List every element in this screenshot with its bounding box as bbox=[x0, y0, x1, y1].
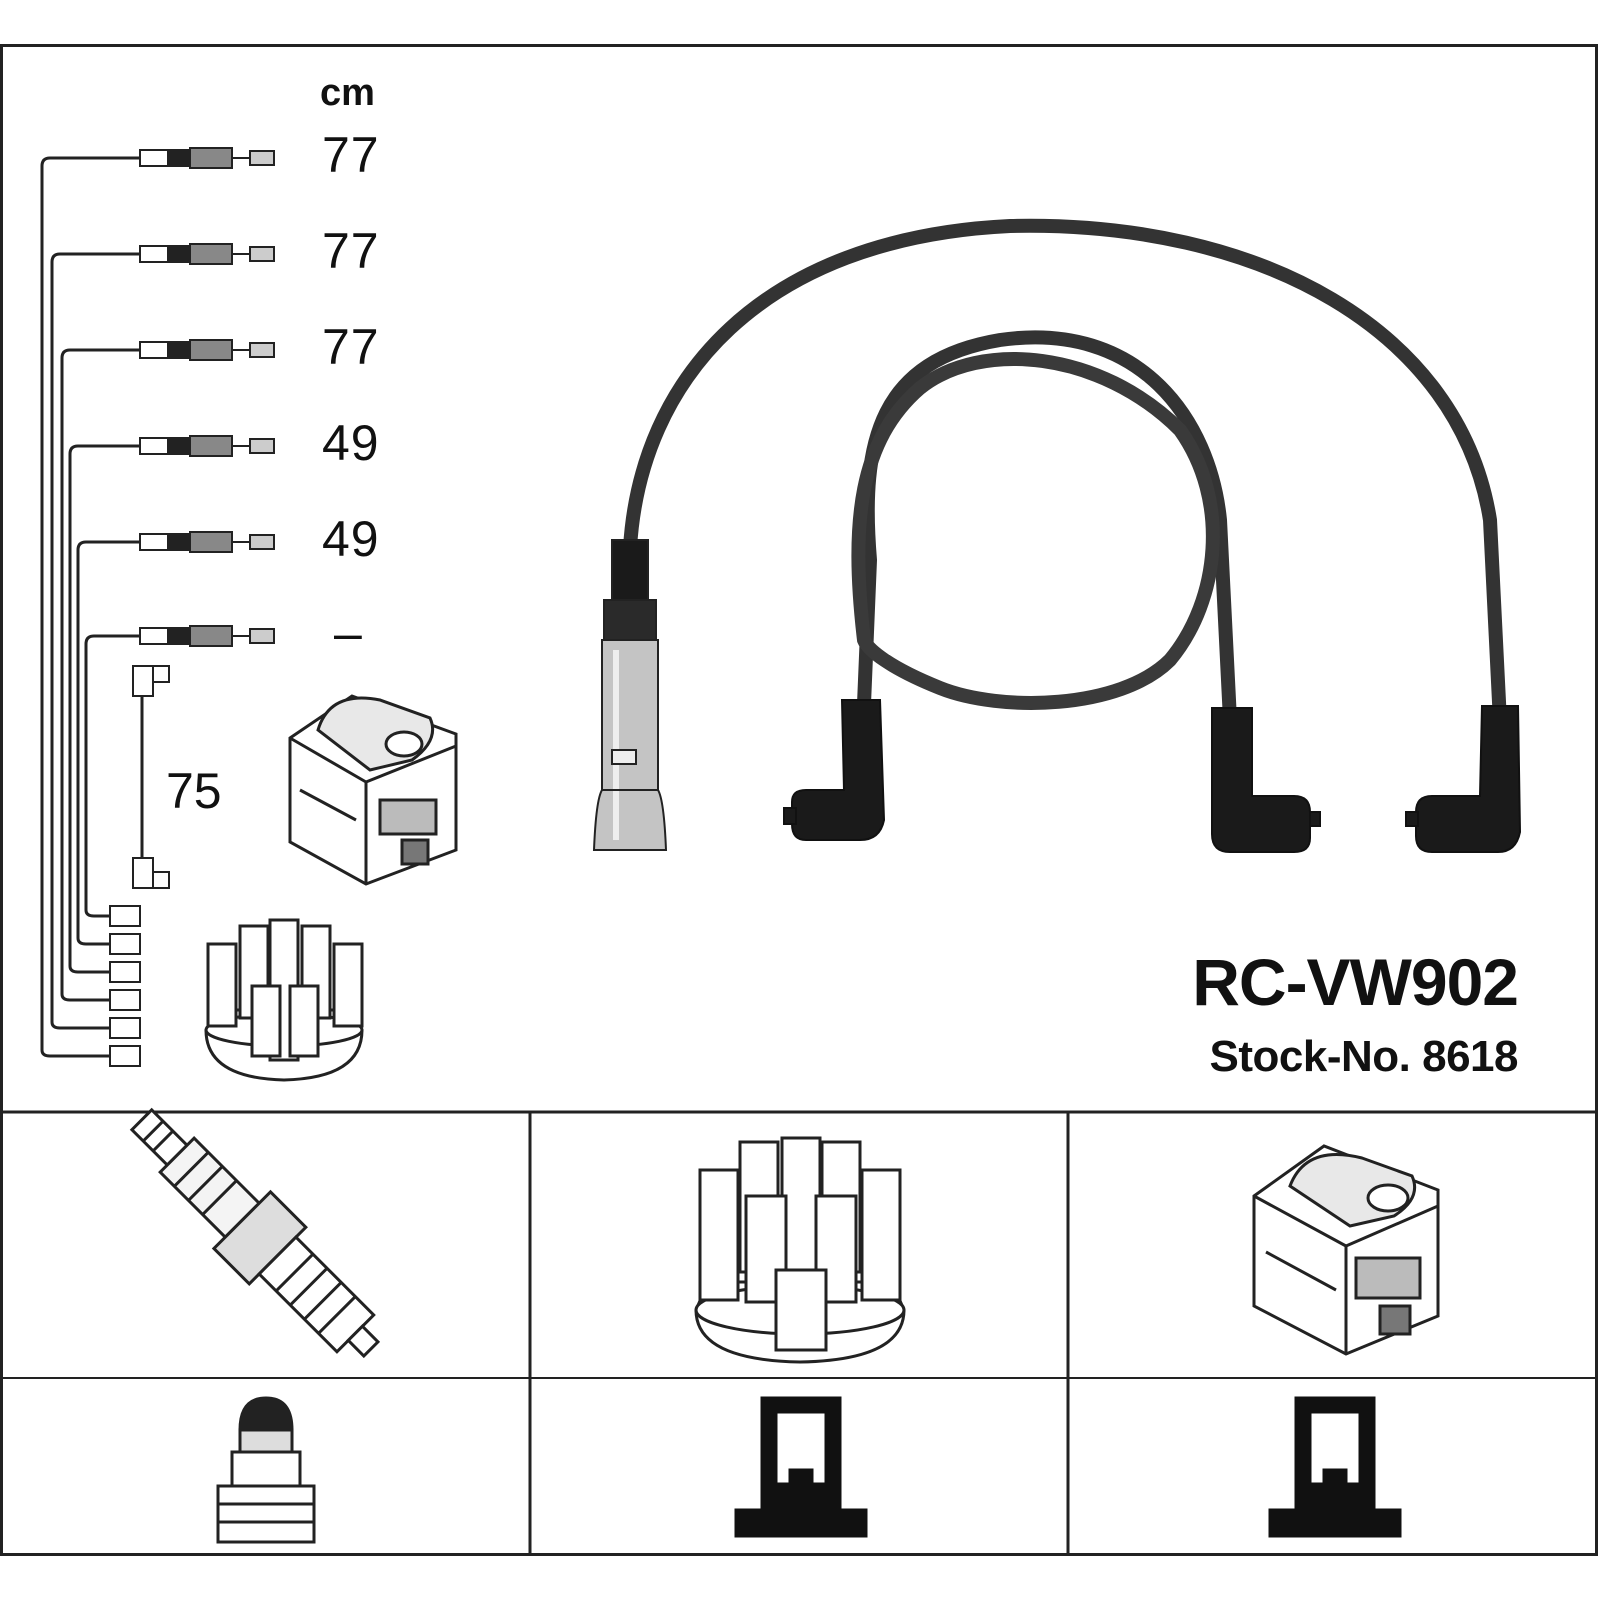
lead-length-2: 77 bbox=[322, 223, 380, 279]
angled-boot-left bbox=[783, 699, 886, 841]
angled-boot-middle bbox=[1211, 707, 1321, 853]
coil-lead bbox=[132, 665, 170, 889]
small-ignition-coil-icon bbox=[288, 694, 458, 886]
lead-length-4: 49 bbox=[322, 415, 380, 471]
straight-plug-boot bbox=[592, 539, 668, 851]
connector-5 bbox=[139, 531, 275, 553]
connector-6 bbox=[139, 625, 275, 647]
connector-3 bbox=[139, 339, 275, 361]
stock-number: Stock-No. 8618 bbox=[1209, 1032, 1519, 1081]
lead-length-5: 49 bbox=[322, 511, 380, 567]
angled-boot-right bbox=[1405, 705, 1522, 853]
lead-plug-connectors bbox=[139, 147, 275, 647]
cable-set-illustration bbox=[623, 218, 1507, 729]
diagram-frame bbox=[0, 44, 1598, 1556]
connector-4 bbox=[139, 435, 275, 457]
loop-cable-right bbox=[851, 352, 1220, 710]
coil-terminal-icon bbox=[1268, 1396, 1402, 1538]
product-code: RC-VW902 bbox=[1192, 945, 1519, 1019]
spark-plug-icon bbox=[129, 1107, 381, 1359]
distributor-cap-icon bbox=[694, 1136, 906, 1364]
lead-length-1: 77 bbox=[322, 127, 380, 183]
connector-2 bbox=[139, 243, 275, 265]
ignition-coil-icon bbox=[1252, 1144, 1440, 1356]
cap-end-connectors bbox=[109, 905, 141, 1067]
coil-lead-length: 75 bbox=[166, 763, 222, 819]
plug-terminal-icon bbox=[216, 1396, 316, 1544]
unit-label: cm bbox=[320, 72, 375, 114]
lead-length-6: – bbox=[334, 605, 363, 661]
lead-schematic bbox=[40, 156, 140, 1058]
cap-terminal-icon bbox=[734, 1396, 868, 1538]
long-cable bbox=[623, 218, 1507, 729]
connector-1 bbox=[139, 147, 275, 169]
lead-length-3: 77 bbox=[322, 319, 380, 375]
small-distributor-cap-icon bbox=[204, 918, 364, 1082]
compatibility-table-grid bbox=[0, 1110, 1598, 1554]
